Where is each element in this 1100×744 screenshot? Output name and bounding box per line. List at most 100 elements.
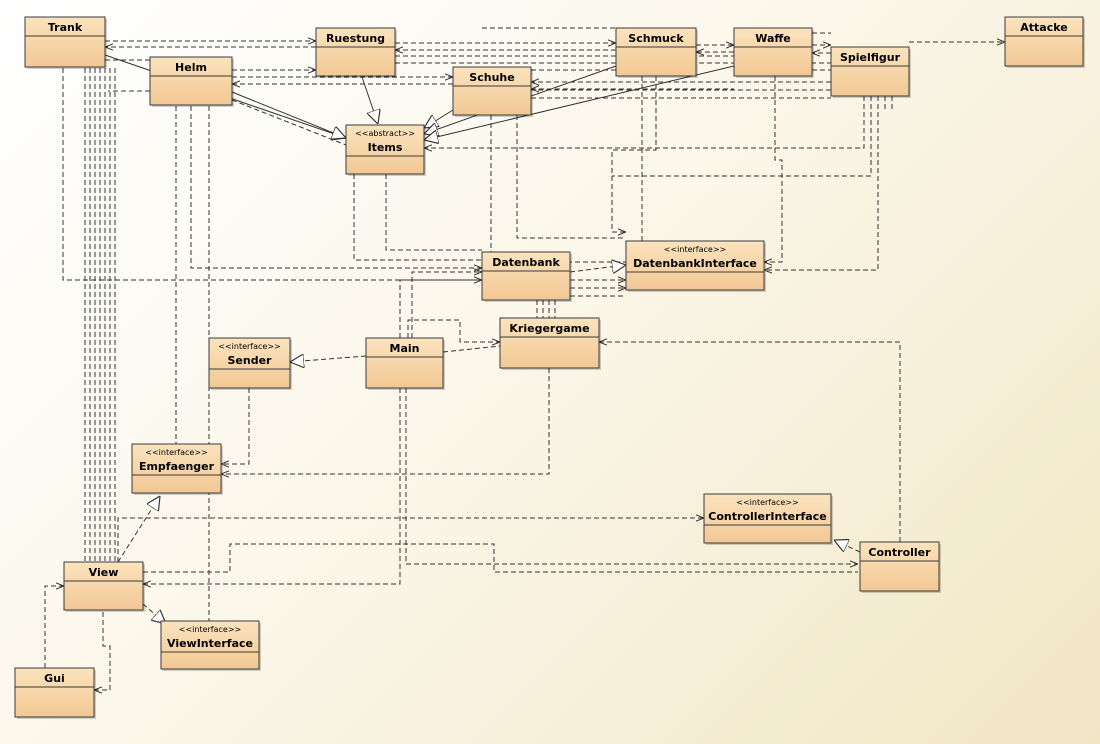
class-box-body [63, 561, 144, 611]
dependency-line [290, 356, 367, 362]
dependency-line [764, 76, 783, 262]
dependency-line [612, 96, 872, 177]
dependency-line [834, 540, 861, 553]
class-stereotype: <<interface>> [179, 625, 242, 634]
class-name: Schmuck [628, 32, 684, 45]
dependency-line [407, 319, 500, 342]
class-name: Controller [868, 546, 931, 559]
class-name: ViewInterface [167, 637, 253, 650]
dependency-line [44, 586, 64, 668]
class-box-viewinterface[interactable]: <<interface>> ViewInterface [160, 620, 261, 671]
class-box-body [208, 337, 291, 389]
class-name: Schuhe [469, 71, 514, 84]
class-box-trank[interactable]: Trank [24, 16, 107, 69]
dependency-line [143, 543, 858, 573]
dependency-line [399, 279, 482, 338]
class-box-body [24, 16, 106, 68]
dependency-line [231, 99, 347, 146]
dependency-line [411, 272, 482, 338]
class-name: ControllerInterface [708, 510, 826, 523]
class-box-body [1004, 16, 1084, 67]
dependency-line [221, 388, 250, 464]
class-name: Main [390, 342, 420, 355]
class-name: Items [368, 141, 403, 154]
class-box-main[interactable]: Main [365, 337, 445, 390]
class-name: DatenbankInterface [633, 257, 757, 270]
dependency-line [599, 342, 901, 542]
class-box-body [160, 620, 260, 670]
dependency-line [353, 174, 482, 261]
class-box-body [733, 27, 813, 77]
class-box-body [365, 337, 444, 389]
class-box-gui[interactable]: Gui [14, 667, 96, 719]
class-box-sender[interactable]: <<interface>> Sender [208, 337, 292, 390]
class-box-empfaenger[interactable]: <<interface>> Empfaenger [131, 443, 223, 495]
class-box-body [625, 240, 765, 291]
dependency-line [764, 96, 879, 270]
class-box-body [615, 27, 697, 77]
dependency-line [117, 518, 704, 562]
class-box-waffe[interactable]: Waffe [733, 27, 814, 78]
class-stereotype: <<abstract>> [355, 129, 415, 138]
class-name: Datenbank [492, 256, 560, 269]
generalization-line [361, 76, 378, 124]
class-box-ruestung[interactable]: Ruestung [315, 27, 397, 78]
class-box-body [149, 56, 233, 106]
class-stereotype: <<interface>> [736, 498, 799, 507]
class-box-body [703, 493, 832, 544]
class-stereotype: <<interface>> [664, 245, 727, 254]
class-name: Waffe [755, 32, 791, 45]
class-box-body [345, 124, 425, 175]
class-box-body [859, 541, 940, 592]
class-box-body [499, 317, 600, 369]
dependency-line [143, 388, 401, 584]
class-name: Sender [228, 354, 273, 367]
class-box-body [131, 443, 222, 494]
class-name: Trank [48, 21, 83, 34]
class-box-body [481, 251, 571, 301]
generalization-line [424, 65, 735, 140]
dependency-line [569, 265, 626, 272]
class-box-view[interactable]: View [63, 561, 145, 612]
class-name: Attacke [1020, 21, 1067, 34]
dependency-line [570, 76, 643, 263]
class-name: Empfaenger [139, 460, 215, 473]
class-box-kriegergame[interactable]: Kriegergame [499, 317, 601, 370]
class-box-body [14, 667, 95, 718]
class-box-helm[interactable]: Helm [149, 56, 234, 107]
dependency-line [405, 388, 858, 564]
dependency-line [611, 76, 657, 232]
class-stereotype: <<interface>> [218, 342, 281, 351]
class-box-schuhe[interactable]: Schuhe [452, 66, 533, 117]
class-box-body [452, 66, 532, 116]
class-box-body [830, 46, 910, 97]
dependency-line [94, 612, 111, 690]
dependency-line [424, 96, 865, 148]
dependency-line [62, 68, 482, 280]
dependency-line [516, 115, 626, 239]
class-name: Spielfigur [840, 51, 901, 64]
class-box-schmuck[interactable]: Schmuck [615, 27, 698, 78]
class-box-controller[interactable]: Controller [859, 541, 941, 593]
class-name: Kriegergame [509, 322, 589, 335]
class-box-controllerinterface[interactable]: <<interface>> ControllerInterface [703, 493, 833, 545]
class-box-items[interactable]: <<abstract>> Items [345, 124, 426, 176]
class-stereotype: <<interface>> [145, 448, 208, 457]
dependency-line [190, 106, 482, 268]
class-box-body [315, 27, 396, 77]
class-name: Helm [175, 61, 207, 74]
class-box-datenbankinterface[interactable]: <<interface>> DatenbankInterface [625, 240, 766, 292]
class-name: Gui [44, 672, 65, 685]
dependency-line [221, 368, 550, 474]
class-box-spielfigur[interactable]: Spielfigur [830, 46, 911, 98]
dependency-line [117, 496, 160, 563]
class-box-datenbank[interactable]: Datenbank [481, 251, 572, 302]
dependency-line [385, 174, 482, 251]
class-box-attacke[interactable]: Attacke [1004, 16, 1085, 68]
dependency-line [442, 345, 501, 353]
generalization-line [231, 91, 346, 138]
class-name: Ruestung [326, 32, 385, 45]
class-name: View [89, 566, 119, 579]
